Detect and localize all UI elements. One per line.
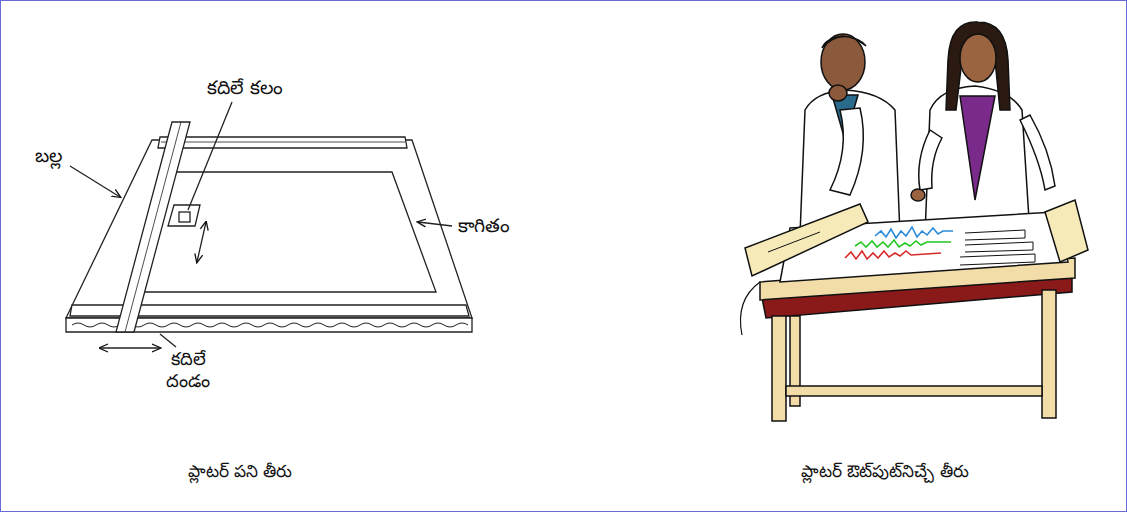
plotter-sketch-part xyxy=(197,222,206,262)
scientists-clipart-part xyxy=(960,254,1035,265)
plotter-sketch-part xyxy=(161,142,405,143)
scientists-clipart-part xyxy=(829,85,847,101)
figure-caption-box: ప్లాటర్ ఔట్‌పుట్‌నిచ్చే తీరు xyxy=(801,461,969,482)
plotter-sketch-part xyxy=(116,122,190,332)
scientists-clipart-part xyxy=(919,130,942,190)
scientists-clipart-part xyxy=(845,251,941,259)
scientists-clipart-part xyxy=(946,22,1010,110)
scientists-clipart-part xyxy=(768,232,820,252)
leader-lines xyxy=(70,102,452,347)
part-label-box: కదిలే కలం xyxy=(207,76,282,100)
leader-lines-part xyxy=(418,222,452,226)
scientists-clipart-part xyxy=(1020,115,1055,190)
part-label-box: బల్ల xyxy=(35,144,62,168)
scientists-clipart-part xyxy=(821,34,865,90)
scientists-clipart-part xyxy=(960,96,995,200)
part-label: కదిలే కలం xyxy=(207,76,282,100)
scientists-clipart-part xyxy=(822,36,866,48)
figure-caption-box: ప్లాటర్ పని తీరు xyxy=(188,461,293,482)
part-label-box: కాగితం xyxy=(458,214,510,238)
figure-caption: ప్లాటర్ ఔట్‌పుట్‌నిచ్చే తీరు xyxy=(801,461,969,482)
plotter-sketch-part xyxy=(179,212,190,222)
scientists-clipart-part xyxy=(830,108,863,195)
scientists-clipart-part xyxy=(1045,200,1088,262)
scientists-clipart-part xyxy=(875,227,953,238)
plotter-sketch-part xyxy=(125,122,181,332)
leader-lines-part xyxy=(188,102,232,210)
leader-lines-part xyxy=(160,334,176,347)
figure-caption: ప్లాటర్ పని తీరు xyxy=(188,461,293,482)
plotter-sketch xyxy=(66,122,472,348)
leader-lines-part xyxy=(70,166,120,197)
scientists-clipart-part xyxy=(786,386,1042,396)
part-label-box: కదిలే దండం xyxy=(153,348,223,393)
scientists-clipart-part xyxy=(911,189,925,201)
scientists-clipart-part xyxy=(960,34,996,82)
plotter-sketch-part xyxy=(168,205,200,226)
part-label: కాగితం xyxy=(458,214,510,238)
scientists-clipart-part xyxy=(925,86,1030,235)
part-label: కదిలే దండం xyxy=(153,348,223,393)
scientists-clipart-part xyxy=(740,282,760,335)
scientists-clipart-part xyxy=(965,230,1025,240)
scientists-clipart-part xyxy=(855,240,951,247)
scientists-clipart-part xyxy=(745,204,868,276)
plotter-sketch-part xyxy=(128,172,436,292)
part-label: బల్ల xyxy=(35,144,62,168)
scientists-clipart-part xyxy=(965,242,1033,252)
plotter-sketch-part xyxy=(158,137,407,148)
scientists-clipart-part xyxy=(1042,290,1056,418)
scientists-clipart xyxy=(740,22,1088,421)
plotter-sketch-part xyxy=(100,347,160,348)
scientists-clipart-part xyxy=(772,316,786,421)
